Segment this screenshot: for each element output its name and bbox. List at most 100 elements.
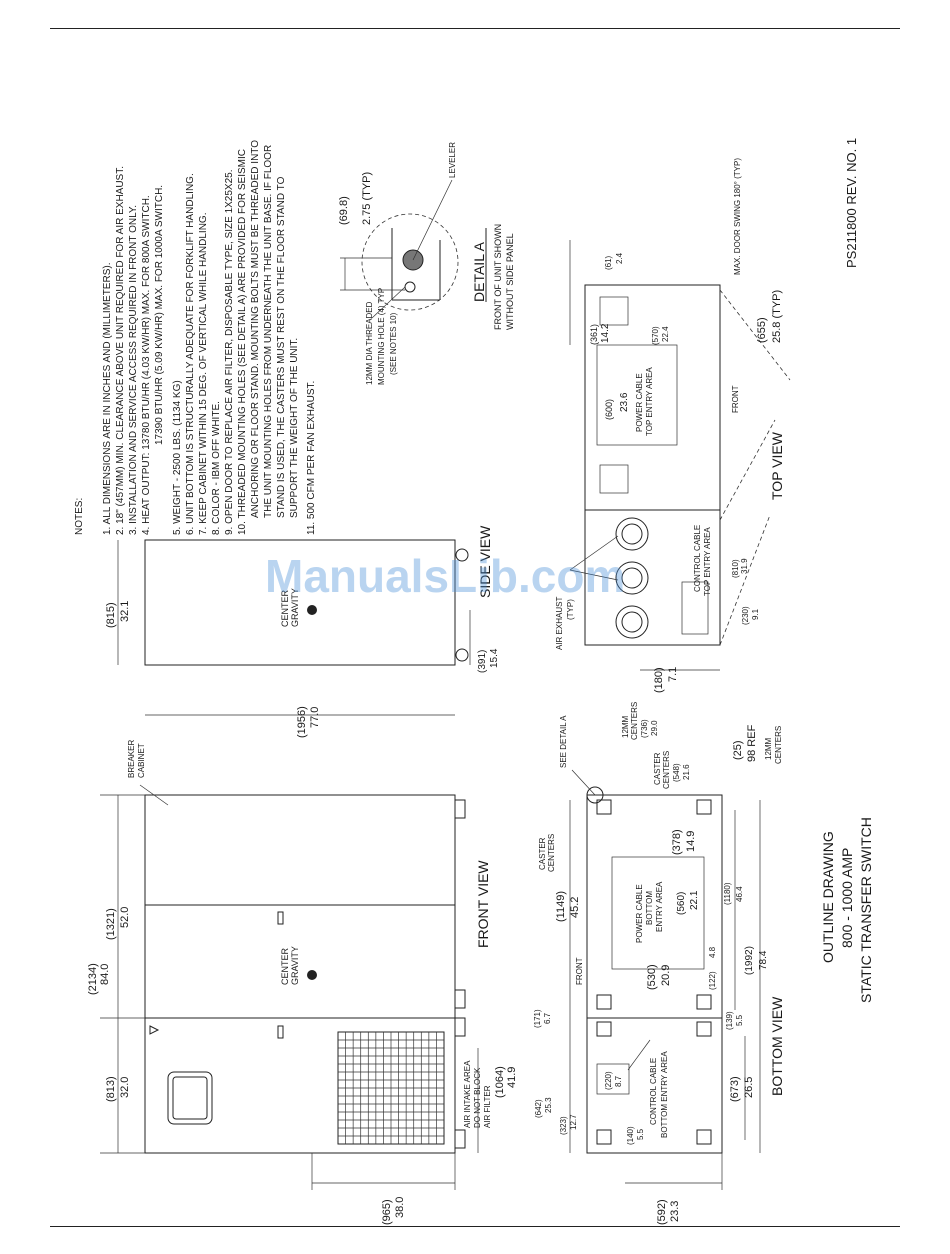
dim-label: (673) [729,1076,741,1102]
top-view-outline [584,284,721,646]
dim-label: 7.1 [667,667,679,682]
dim-note: 12MM [764,737,773,760]
leveler-leader [412,179,453,261]
dim-label: 4.8 [708,946,717,958]
detail-a-title: DETAIL A [471,241,487,302]
door-swing-line [719,419,776,521]
notes-heading: NOTES: [74,498,85,535]
dim-label: 38.0 [394,1197,406,1218]
caster [696,799,712,815]
dim-label: 23.3 [669,1201,681,1222]
display-window [167,1071,213,1125]
power-label: BOTTOM [645,891,654,925]
dim-label: 41.9 [506,1067,518,1088]
dim-label: (813) [105,1076,117,1102]
power-label: ENTRY AREA [655,881,664,932]
display-window-inner [172,1076,208,1120]
power-cable-entry-area [596,344,678,446]
title-line: STATIC TRANSFER SWITCH [858,817,874,1003]
exhaust-fan [615,605,649,639]
dim-label: (220) [604,1071,613,1090]
dim-label: (139) [725,1011,734,1030]
cg-label: GRAVITY [290,946,300,985]
detail-a-subtitle: WITHOUT SIDE PANEL [505,233,515,330]
note-line: 3. INSTALLATION AND SERVICE ACCESS REQUI… [128,205,139,535]
dim-label: (815) [105,602,117,628]
dim-label: (736) [640,719,649,738]
breaker-label: CABINET [137,743,146,778]
dim-label: 5.5 [636,1128,645,1140]
intake-label: AIR FILTER [483,1085,492,1128]
door-handle-icon [149,1025,160,1035]
control-label: CONTROL CABLE [649,1058,658,1125]
dim-label: (230) [741,606,750,625]
bottom-view-outline [586,794,723,1154]
power-label: POWER CABLE [635,373,644,432]
exhaust-label: AIR EXHAUST [555,597,564,650]
caster [454,989,466,1009]
dim-label: 14.2 [600,323,611,343]
top-view: POWER CABLE TOP ENTRY AREA (600) 23.6 (5… [555,158,791,693]
detail-a-subtitle: FRONT OF UNIT SHOWN [493,224,503,330]
dim-label: (600) [604,399,614,420]
detail-a-dim-in: 2.75 (TYP) [361,172,373,225]
door-latch [277,1025,284,1039]
note-line: 1. ALL DIMENSIONS ARE IN INCHES AND (MIL… [102,263,113,535]
caster [596,994,612,1010]
dim-label: (1321) [105,908,117,940]
breaker-label: BREAKER [127,740,136,778]
dim-label: (592) [656,1199,668,1225]
dim-label: 29.0 [650,720,659,736]
front-view: CENTER GRAVITY FRONT VIEW BREAKER CABINE… [87,740,518,1225]
control-cable-entry-area [596,1063,630,1095]
exhaust-fan-hub [621,523,643,545]
dim-label: (122) [708,971,717,990]
air-filter-grille [337,1031,445,1145]
caster [596,799,612,815]
dim-label: 22.1 [689,890,700,910]
cg-label: GRAVITY [290,588,300,627]
vent-grid [599,296,629,326]
dim-label: (140) [626,1126,635,1145]
dim-label: 15.4 [489,648,500,668]
see-detail-label: SEE DETAIL A [559,715,568,768]
dim-label: 77.0 [309,707,321,728]
exhaust-leader [569,535,619,571]
dim-label: 78.4 [758,950,769,970]
dim-label: 6.7 [543,1012,552,1024]
caster [454,1017,466,1037]
front-label: FRONT [575,957,584,985]
dim-label: 31.9 [740,558,749,574]
title-line: 800 - 1000 AMP [839,848,855,948]
caster [696,1021,712,1037]
intake-label: AIR INTAKE AREA [463,1060,472,1128]
front-view-title: FRONT VIEW [475,860,491,948]
intake-label: DO NOT BLOCK [473,1067,482,1128]
hole-label: 12MM DIA THREADED [365,301,374,385]
dim-label: (391) [477,650,488,673]
dim-label: (2134) [87,963,99,995]
bottom-view-title: BOTTOM VIEW [769,996,785,1096]
control-label: CONTROL CABLE [693,525,702,592]
detail-a-circle [361,213,459,311]
dim-label: 23.6 [619,392,630,412]
caster [454,799,466,819]
dim-note: 12MM [621,715,630,738]
exhaust-fan-hub [621,567,643,589]
dim-label: 25.8 (TYP) [771,290,783,343]
caster [454,1129,466,1149]
control-cable-entry-area [681,581,709,635]
bottom-view: POWER CABLE BOTTOM ENTRY AREA CONTROL CA… [533,702,785,1225]
dim-label: (25) [732,740,744,760]
side-view: CENTER GRAVITY SIDE VIEW (815) 32.1 (195… [105,525,500,738]
dim-label: (378) [671,829,683,855]
dim-label: (323) [559,1116,568,1135]
note-line: 6. UNIT BOTTOM IS STRUCTURALLY ADEQUATE … [185,173,196,535]
dim-label: 26.5 [743,1077,755,1098]
note-line: 9. OPEN DOOR TO REPLACE AIR FILTER, DISP… [224,169,235,535]
dim-label: (61) [604,255,613,270]
dim-label: 9.1 [751,608,760,620]
dim-label: (1149) [555,891,567,922]
caster-wheel [455,548,469,562]
